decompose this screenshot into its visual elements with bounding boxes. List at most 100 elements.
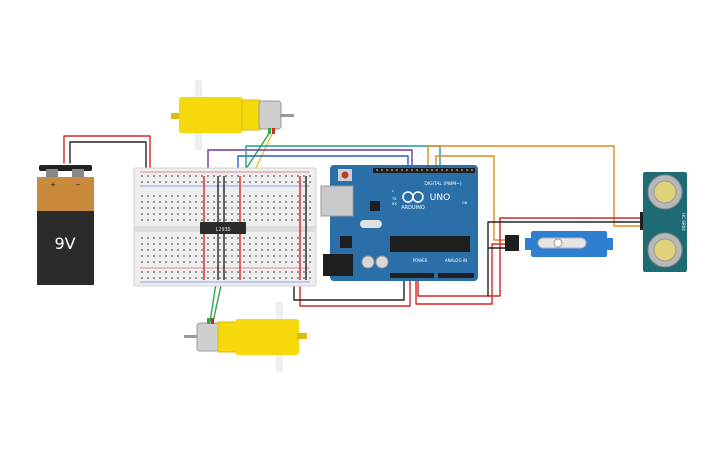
motor-top-terminal-b [272,128,275,134]
wire-servo-red[interactable] [415,243,513,305]
breadboard-hole [213,243,215,245]
breadboard-hole [255,219,257,221]
tx-label: TX [391,197,397,201]
breadboard[interactable]: L293D [133,167,317,287]
battery-voltage-label: 9V [54,234,75,253]
breadboard-hole [189,181,191,183]
digital-header[interactable] [373,168,475,173]
breadboard-hole [285,213,287,215]
wires [63,131,647,323]
breadboard-hole [147,255,149,257]
breadboard-hole [303,261,305,263]
breadboard-hole [141,219,143,221]
breadboard-hole [285,207,287,209]
breadboard-hole [189,213,191,215]
breadboard-hole [279,219,281,221]
breadboard-hole [255,213,257,215]
breadboard-hole [309,255,311,257]
breadboard-hole [243,175,245,177]
l293d-chip[interactable] [200,222,246,234]
breadboard-hole [159,207,161,209]
breadboard-hole [213,261,215,263]
breadboard-hole [195,219,197,221]
breadboard-hole [225,207,227,209]
breadboard-hole [267,249,269,251]
breadboard-hole [225,255,227,257]
header-pin [466,169,468,171]
breadboard-hole [159,277,161,279]
power-jack[interactable] [323,254,353,276]
servo-connector [505,235,519,251]
breadboard-hole [291,261,293,263]
header-pin [401,169,403,171]
breadboard-hole [267,175,269,177]
power-label: POWER [413,258,428,263]
breadboard-hole [285,249,287,251]
breadboard-hole [309,201,311,203]
arduino-uno[interactable]: DIGITAL (PWM~) ARDUINO UNO TX RX L ON PO… [320,165,478,281]
breadboard-hole [243,219,245,221]
breadboard-hole [303,271,305,273]
header-pin [411,169,413,171]
breadboard-hole [147,277,149,279]
breadboard-hole [291,207,293,209]
breadboard-hole [303,195,305,197]
breadboard-hole [249,261,251,263]
breadboard-hole [285,261,287,263]
breadboard-hole [189,219,191,221]
dc-motor-top[interactable] [171,80,294,150]
analog-header[interactable] [438,273,474,278]
breadboard-hole [243,237,245,239]
wire-battery-negative[interactable] [69,141,147,181]
breadboard-hole [237,201,239,203]
breadboard-hole [171,181,173,183]
breadboard-hole [207,207,209,209]
breadboard-hole [255,277,257,279]
dc-motor-bottom[interactable] [184,302,307,372]
power-header[interactable] [390,273,434,278]
wire-battery-positive[interactable] [63,135,151,181]
breadboard-hole [231,255,233,257]
breadboard-hole [243,277,245,279]
wire-sensor-gnd[interactable] [487,221,647,297]
breadboard-hole [255,175,257,177]
breadboard-hole [165,213,167,215]
servo-motor[interactable] [505,231,613,257]
breadboard-hole [297,271,299,273]
breadboard-hole [291,195,293,197]
wire-sensor-vcc[interactable] [417,217,647,297]
breadboard-hole [207,277,209,279]
wire-power-black[interactable] [293,275,405,301]
usb-port[interactable] [320,185,354,217]
breadboard-hole [225,213,227,215]
breadboard-hole [231,219,233,221]
breadboard-hole [213,175,215,177]
breadboard-hole [291,249,293,251]
breadboard-hole [213,271,215,273]
motor-top-shaft-right [280,114,294,117]
breadboard-hole [237,249,239,251]
breadboard-hole [225,201,227,203]
breadboard-hole [207,213,209,215]
motor-bottom-shaft-left [184,335,198,338]
breadboard-hole [297,207,299,209]
header-pin [396,169,398,171]
breadboard-hole [141,175,143,177]
breadboard-hole [267,255,269,257]
breadboard-hole [255,181,257,183]
breadboard-hole [177,255,179,257]
breadboard-hole [297,195,299,197]
breadboard-hole [219,243,221,245]
breadboard-hole [195,181,197,183]
breadboard-hole [255,255,257,257]
wire-orange-trig[interactable] [427,145,647,227]
header-pin [406,169,408,171]
breadboard-hole [237,213,239,215]
battery-9v[interactable]: + − 9V [37,165,94,285]
ultrasonic-sensor[interactable]: HC-SR04 [640,172,687,272]
breadboard-hole [195,175,197,177]
reset-button[interactable] [341,171,349,179]
breadboard-hole [183,261,185,263]
wire-power-red[interactable] [299,275,411,307]
